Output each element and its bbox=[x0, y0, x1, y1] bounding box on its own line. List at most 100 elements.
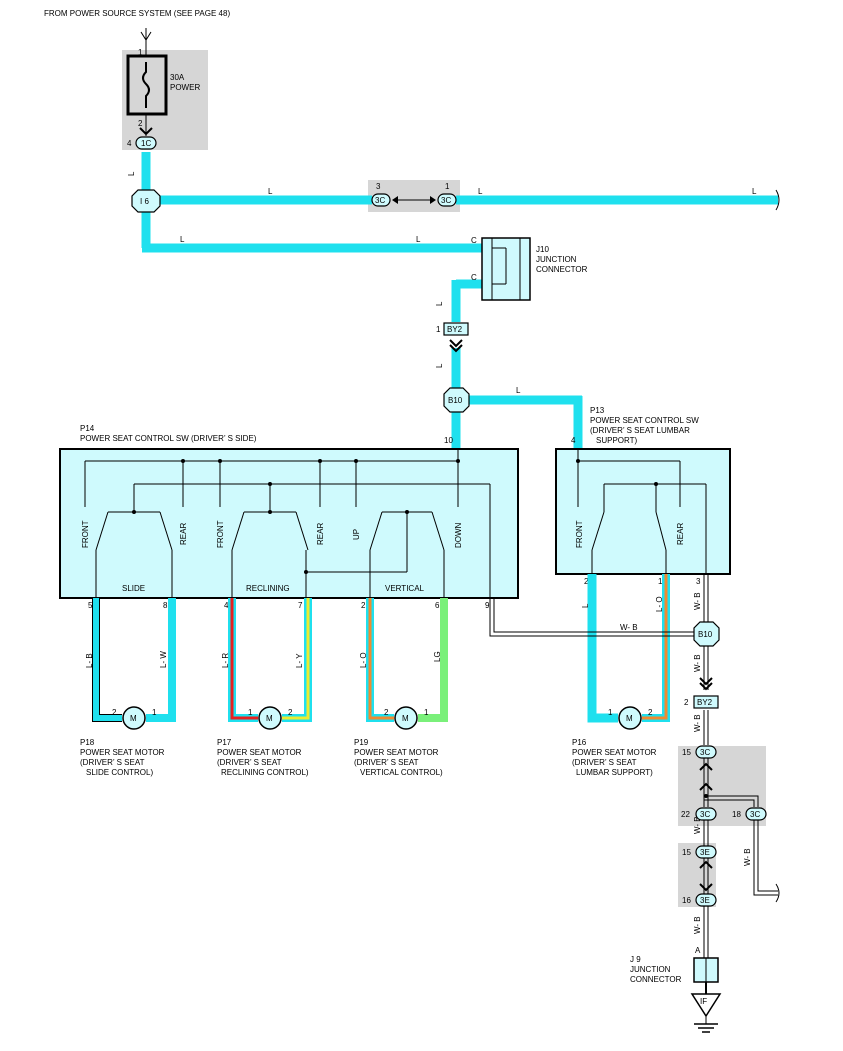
p13-name: POWER SEAT CONTROL SW bbox=[590, 416, 699, 425]
svg-text:L- O: L- O bbox=[655, 596, 664, 612]
connector-3c-15 bbox=[695, 745, 717, 759]
motor-p16-id: P16 bbox=[572, 738, 587, 747]
motor-symbol: M bbox=[402, 714, 409, 723]
motor-captions: P18 POWER SEAT MOTOR (DRIVER’ S SEAT SLI… bbox=[80, 738, 657, 777]
motor-p18-id: P18 bbox=[80, 738, 95, 747]
svg-text:IF: IF bbox=[700, 997, 707, 1006]
svg-text:A: A bbox=[695, 946, 701, 955]
svg-text:W- B: W- B bbox=[693, 592, 702, 610]
connector-3c-right bbox=[437, 193, 457, 207]
svg-text:REAR: REAR bbox=[676, 523, 685, 545]
svg-text:18: 18 bbox=[732, 810, 741, 819]
p14-junction-dots bbox=[132, 459, 460, 574]
svg-text:JUNCTION: JUNCTION bbox=[630, 965, 671, 974]
svg-text:FRONT: FRONT bbox=[575, 520, 584, 548]
connector-3e-15 bbox=[695, 845, 717, 859]
connector-by2-top bbox=[443, 322, 469, 336]
p18-wiring bbox=[92, 598, 176, 722]
section-reclining: RECLINING bbox=[246, 584, 290, 593]
fuse-name: POWER bbox=[170, 83, 200, 92]
svg-text:10: 10 bbox=[444, 436, 453, 445]
connector-3e-16 bbox=[695, 893, 717, 907]
svg-text:W- B: W- B bbox=[620, 623, 638, 632]
svg-text:SLIDE CONTROL): SLIDE CONTROL) bbox=[86, 768, 153, 777]
svg-text:POWER SEAT MOTOR: POWER SEAT MOTOR bbox=[80, 748, 165, 757]
svg-text:5: 5 bbox=[88, 601, 93, 610]
svg-text:W- B: W- B bbox=[693, 714, 702, 732]
svg-text:3E: 3E bbox=[700, 848, 710, 857]
svg-text:3C: 3C bbox=[700, 810, 710, 819]
svg-text:L: L bbox=[516, 386, 521, 395]
svg-text:SUPPORT): SUPPORT) bbox=[596, 436, 638, 445]
svg-text:1: 1 bbox=[436, 325, 441, 334]
svg-text:L: L bbox=[127, 171, 136, 176]
p17-wiring bbox=[228, 598, 312, 722]
svg-text:(DRIVER’ S SEAT: (DRIVER’ S SEAT bbox=[80, 758, 145, 767]
svg-text:C: C bbox=[471, 236, 477, 245]
ground-if bbox=[690, 993, 722, 1018]
motor-icon bbox=[258, 706, 282, 730]
connector-b10-mid bbox=[693, 621, 720, 647]
connector-b10-top bbox=[443, 387, 470, 413]
svg-text:L- Y: L- Y bbox=[295, 653, 304, 668]
svg-text:1: 1 bbox=[445, 182, 450, 191]
svg-text:REAR: REAR bbox=[316, 523, 325, 545]
svg-text:L- R: L- R bbox=[221, 653, 230, 668]
svg-text:L: L bbox=[478, 187, 483, 196]
svg-text:3C: 3C bbox=[441, 196, 451, 205]
connector-3c-22 bbox=[695, 807, 717, 821]
svg-text:LUMBAR SUPPORT): LUMBAR SUPPORT) bbox=[576, 768, 653, 777]
motor-symbol: M bbox=[626, 714, 633, 723]
motor-icon bbox=[394, 706, 418, 730]
p13-switch-box bbox=[555, 448, 731, 575]
svg-text:(DRIVER’ S SEAT: (DRIVER’ S SEAT bbox=[354, 758, 419, 767]
svg-text:C: C bbox=[471, 273, 477, 282]
p13-internal-wiring bbox=[577, 449, 707, 574]
connector-by2-low bbox=[693, 695, 719, 709]
svg-text:I 6: I 6 bbox=[140, 197, 149, 206]
svg-text:3C: 3C bbox=[700, 748, 710, 757]
motor-icon bbox=[122, 706, 146, 730]
svg-text:22: 22 bbox=[681, 810, 690, 819]
svg-text:UP: UP bbox=[352, 529, 361, 540]
motor-icon bbox=[618, 706, 642, 730]
svg-text:VERTICAL CONTROL): VERTICAL CONTROL) bbox=[360, 768, 443, 777]
section-slide: SLIDE bbox=[122, 584, 145, 593]
svg-text:4: 4 bbox=[224, 601, 229, 610]
svg-text:CONNECTOR: CONNECTOR bbox=[536, 265, 588, 274]
svg-text:L- W: L- W bbox=[159, 651, 168, 668]
svg-text:7: 7 bbox=[298, 601, 303, 610]
svg-text:LG: LG bbox=[433, 651, 442, 662]
svg-text:BY2: BY2 bbox=[697, 698, 713, 707]
p19-wiring bbox=[366, 598, 448, 722]
svg-text:POWER SEAT MOTOR: POWER SEAT MOTOR bbox=[572, 748, 657, 757]
svg-text:POWER SEAT MOTOR: POWER SEAT MOTOR bbox=[354, 748, 439, 757]
svg-text:2: 2 bbox=[584, 577, 589, 586]
svg-text:L: L bbox=[435, 363, 444, 368]
svg-text:2: 2 bbox=[684, 698, 689, 707]
connector-1c bbox=[135, 136, 157, 150]
connector-i6 bbox=[131, 189, 161, 213]
motor-symbol: M bbox=[266, 714, 273, 723]
svg-text:REAR: REAR bbox=[179, 523, 188, 545]
svg-text:L: L bbox=[752, 187, 757, 196]
svg-text:L: L bbox=[416, 235, 421, 244]
p14-id: P14 bbox=[80, 424, 95, 433]
svg-text:3C: 3C bbox=[375, 196, 385, 205]
motor-p17-id: P17 bbox=[217, 738, 232, 747]
svg-text:POWER SEAT MOTOR: POWER SEAT MOTOR bbox=[217, 748, 302, 757]
svg-text:3: 3 bbox=[696, 577, 701, 586]
svg-text:RECLINING CONTROL): RECLINING CONTROL) bbox=[221, 768, 309, 777]
svg-text:(DRIVER’ S SEAT: (DRIVER’ S SEAT bbox=[572, 758, 637, 767]
svg-text:16: 16 bbox=[682, 896, 691, 905]
svg-text:3: 3 bbox=[376, 182, 381, 191]
fuse-rating: 30A bbox=[170, 73, 185, 82]
svg-text:W- B: W- B bbox=[693, 816, 702, 834]
svg-text:(DRIVER’ S SEAT LUMBAR: (DRIVER’ S SEAT LUMBAR bbox=[590, 426, 690, 435]
svg-text:B10: B10 bbox=[448, 396, 463, 405]
motor-pin-a: 1 bbox=[248, 708, 253, 717]
